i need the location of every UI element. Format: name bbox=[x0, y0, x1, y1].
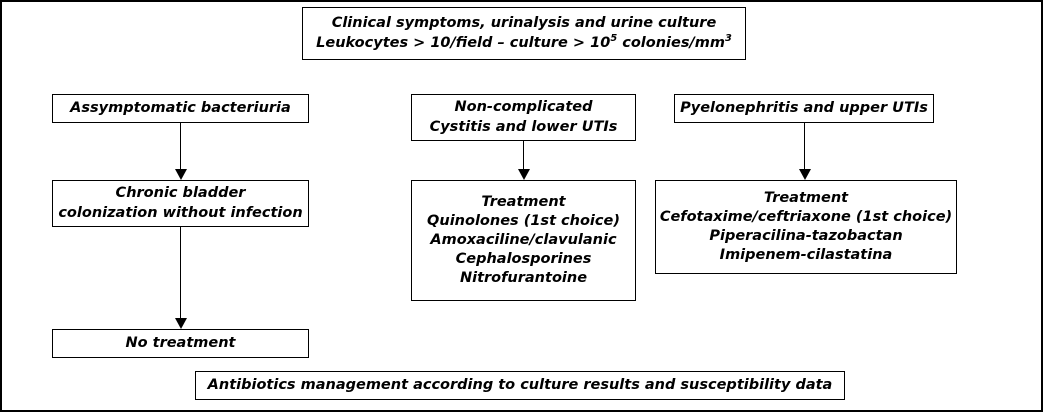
down-arrow-icon bbox=[517, 169, 530, 180]
node-non-complicated-cystitis-line-1: Non-complicated bbox=[454, 99, 593, 116]
connector-chronic-to-no-treatment bbox=[174, 227, 187, 329]
node-clinical-symptoms-line-2: Leukocytes > 10/field – culture > 105 co… bbox=[310, 32, 738, 53]
node-antibiotics-management: Antibiotics management according to cult… bbox=[195, 371, 845, 400]
node-treatment-lower-uti-line-3: Amoxaciline/clavulanic bbox=[430, 231, 617, 248]
node-pyelonephritis-upper-utis-line-1: Pyelonephritis and upper UTIs bbox=[680, 99, 928, 116]
node-antibiotics-management-line-1: Antibiotics management according to cult… bbox=[207, 376, 833, 393]
node-treatment-lower-uti-line-1: Treatment bbox=[481, 193, 566, 210]
node-treatment-lower-uti-line-5: Nitrofurantoine bbox=[459, 270, 588, 287]
arrow-shaft bbox=[179, 123, 182, 169]
connector-pyelonephritis-to-treatment bbox=[798, 123, 811, 180]
leukocytes-superscript-3: 3 bbox=[724, 32, 732, 44]
node-no-treatment: No treatment bbox=[52, 329, 309, 358]
node-assymptomatic-bacteriuria-line-1: Assymptomatic bacteriuria bbox=[70, 99, 291, 116]
connector-cystitis-to-treatment bbox=[517, 141, 530, 180]
connector-assymptomatic-to-chronic bbox=[174, 123, 187, 180]
node-clinical-symptoms-line-1: Clinical symptoms, urinalysis and urine … bbox=[331, 15, 717, 32]
leukocytes-superscript-5: 5 bbox=[610, 32, 618, 44]
node-no-treatment-line-1: No treatment bbox=[125, 334, 236, 351]
node-treatment-upper-uti-line-2: Cefotaxime/ceftriaxone (1st choice) bbox=[659, 208, 953, 225]
node-chronic-bladder-colonization: Chronic bladder colonization without inf… bbox=[52, 180, 309, 227]
node-non-complicated-cystitis-line-2: Cystitis and lower UTIs bbox=[429, 118, 618, 135]
down-arrow-icon bbox=[798, 169, 811, 180]
node-chronic-bladder-colonization-line-1: Chronic bladder bbox=[115, 185, 246, 202]
node-treatment-upper-uti-line-1: Treatment bbox=[763, 189, 849, 206]
arrow-shaft bbox=[803, 123, 806, 169]
node-non-complicated-cystitis: Non-complicated Cystitis and lower UTIs bbox=[411, 94, 636, 141]
node-chronic-bladder-colonization-line-2: colonization without infection bbox=[58, 204, 303, 221]
node-treatment-lower-uti-line-4: Cephalosporines bbox=[455, 251, 592, 268]
node-treatment-lower-uti: Treatment Quinolones (1st choice) Amoxac… bbox=[411, 180, 636, 301]
arrow-shaft bbox=[522, 141, 525, 169]
arrow-shaft bbox=[179, 227, 182, 318]
leukocytes-text-a: Leukocytes > 10/field – culture > 10 bbox=[316, 34, 611, 51]
node-treatment-upper-uti: Treatment Cefotaxime/ceftriaxone (1st ch… bbox=[655, 180, 957, 274]
node-treatment-upper-uti-line-4: Imipenem-cilastatina bbox=[719, 247, 893, 264]
node-assymptomatic-bacteriuria: Assymptomatic bacteriuria bbox=[52, 94, 309, 123]
down-arrow-icon bbox=[174, 169, 187, 180]
node-clinical-symptoms: Clinical symptoms, urinalysis and urine … bbox=[302, 7, 746, 60]
node-treatment-upper-uti-line-3: Piperacilina-tazobactan bbox=[709, 228, 903, 244]
leukocytes-text-b: colonies/mm bbox=[617, 34, 725, 51]
down-arrow-icon bbox=[174, 318, 187, 329]
node-treatment-lower-uti-line-2: Quinolones (1st choice) bbox=[427, 212, 620, 229]
node-pyelonephritis-upper-utis: Pyelonephritis and upper UTIs bbox=[674, 94, 934, 123]
